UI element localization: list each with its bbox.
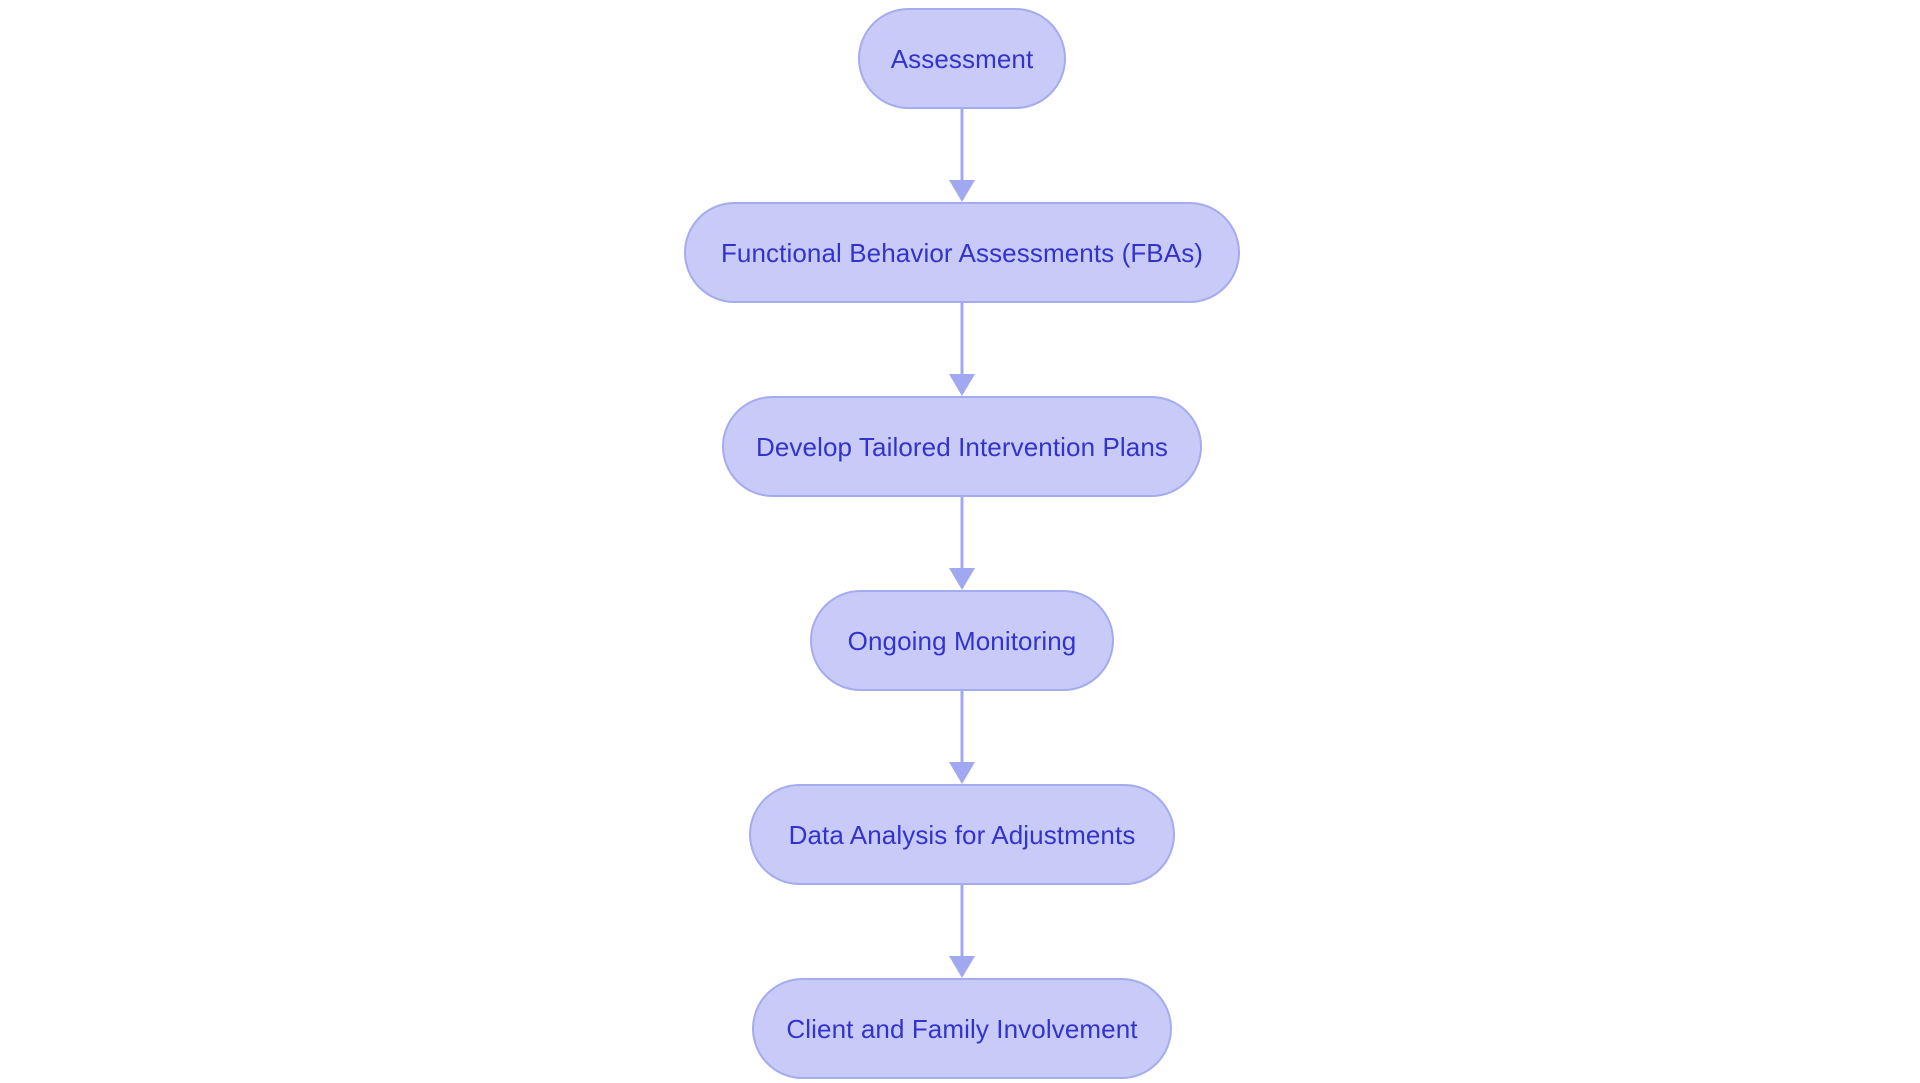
arrow-shaft-icon bbox=[960, 885, 964, 957]
flow-node-label: Functional Behavior Assessments (FBAs) bbox=[720, 237, 1204, 268]
arrow-shaft-icon bbox=[960, 691, 964, 763]
flow-node-functional-behavior-assessments[interactable]: Functional Behavior Assessments (FBAs) bbox=[684, 202, 1240, 303]
arrow-head-icon bbox=[949, 762, 975, 784]
flow-node-label: Client and Family Involvement bbox=[786, 1013, 1138, 1044]
flow-arrow-3 bbox=[949, 497, 975, 590]
flow-node-label: Ongoing Monitoring bbox=[847, 625, 1077, 656]
flow-arrow-1 bbox=[949, 109, 975, 202]
flow-arrow-4 bbox=[949, 691, 975, 784]
arrow-head-icon bbox=[949, 568, 975, 590]
arrow-shaft-icon bbox=[960, 109, 964, 181]
arrow-head-icon bbox=[949, 374, 975, 396]
flow-arrow-5 bbox=[949, 885, 975, 978]
top-spacer bbox=[962, 0, 963, 8]
flow-node-develop-tailored-intervention-plans[interactable]: Develop Tailored Intervention Plans bbox=[722, 396, 1202, 497]
arrow-head-icon bbox=[949, 180, 975, 202]
flow-node-ongoing-monitoring[interactable]: Ongoing Monitoring bbox=[810, 590, 1114, 691]
flow-node-assessment[interactable]: Assessment bbox=[858, 8, 1066, 109]
arrow-shaft-icon bbox=[960, 303, 964, 375]
flow-node-label: Data Analysis for Adjustments bbox=[788, 819, 1136, 850]
flow-arrow-2 bbox=[949, 303, 975, 396]
flow-node-data-analysis-for-adjustments[interactable]: Data Analysis for Adjustments bbox=[749, 784, 1175, 885]
arrow-shaft-icon bbox=[960, 497, 964, 569]
flow-node-label: Assessment bbox=[890, 43, 1034, 74]
flow-node-client-and-family-involvement[interactable]: Client and Family Involvement bbox=[752, 978, 1172, 1079]
flow-node-label: Develop Tailored Intervention Plans bbox=[755, 431, 1169, 462]
arrow-head-icon bbox=[949, 956, 975, 978]
